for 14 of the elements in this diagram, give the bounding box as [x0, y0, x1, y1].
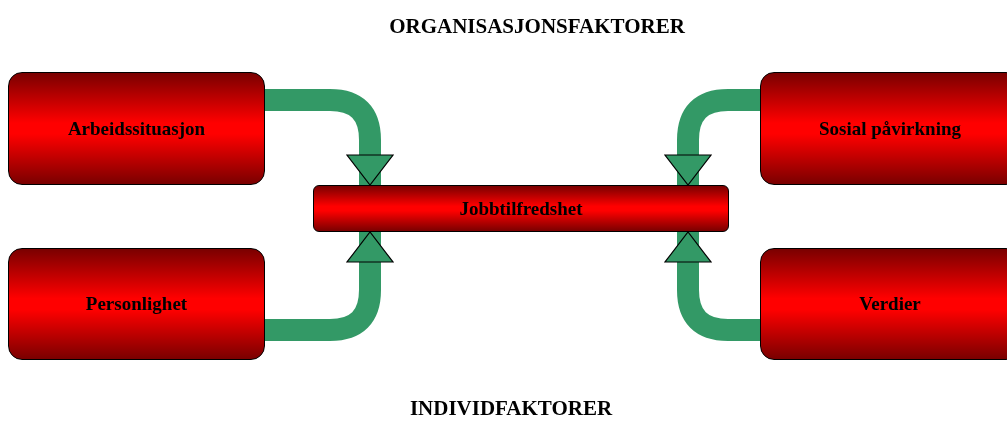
group-heading: ORGANISASJONSFAKTORER: [389, 14, 685, 39]
factor-box: [760, 72, 1007, 185]
result-bar: [313, 185, 729, 232]
node-label: Personlighet: [85, 293, 188, 315]
factor-box: [8, 72, 265, 185]
factor-box: [760, 248, 1007, 360]
node-label: Verdier: [859, 293, 921, 315]
curved-arrow: [265, 231, 394, 341]
node-label: Jobbtilfredshet: [459, 197, 583, 220]
node-label: Sosial påvirkning: [819, 117, 961, 140]
group-heading: INDIVIDFAKTORER: [409, 396, 613, 421]
factor-box: [8, 248, 265, 360]
node-label: Arbeidssituasjon: [67, 117, 206, 140]
curved-arrow: [265, 89, 394, 186]
